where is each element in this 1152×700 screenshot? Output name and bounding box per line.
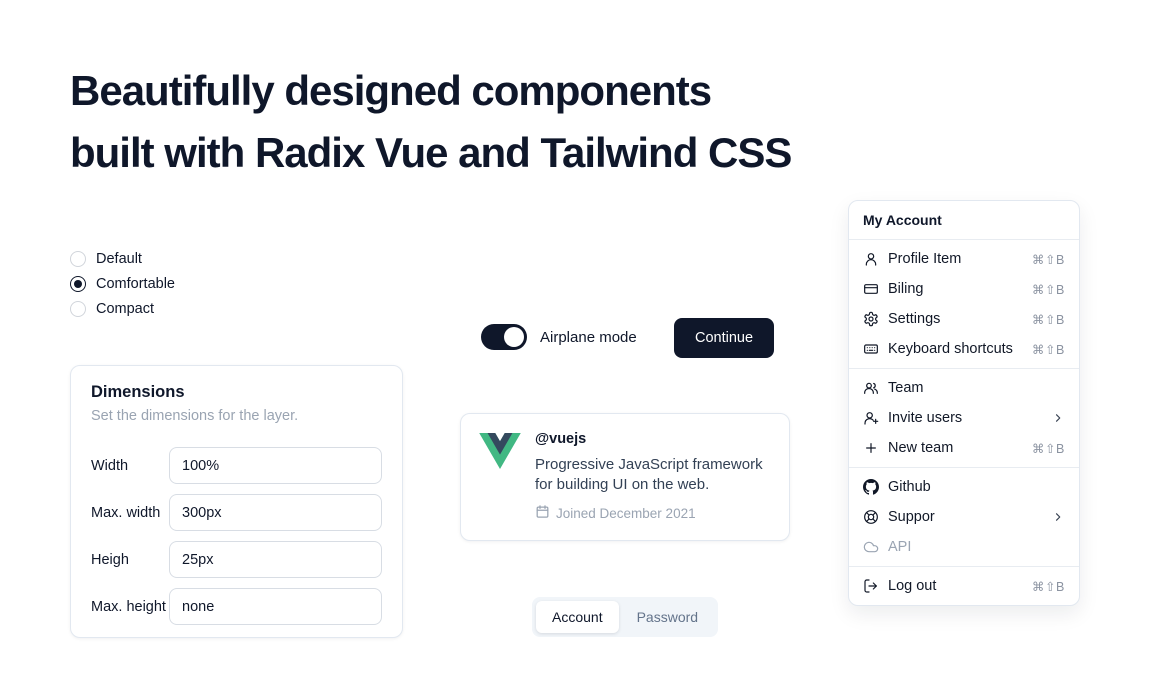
shortcut-hint: ⌘⇧B <box>1031 579 1065 594</box>
log-out-icon <box>863 578 879 594</box>
dimension-row-width: Width <box>91 447 382 484</box>
menu-item-keyboard-shortcuts[interactable]: Keyboard shortcuts ⌘⇧B <box>849 334 1079 364</box>
plus-icon <box>863 440 879 456</box>
user-icon <box>863 251 879 267</box>
airplane-mode-row: Airplane mode <box>481 324 637 350</box>
radio-icon[interactable] <box>70 301 86 317</box>
toggle-knob <box>504 327 524 347</box>
page-title: Beautifully designed components built wi… <box>70 60 792 184</box>
width-label: Width <box>91 457 129 474</box>
keyboard-icon <box>863 341 879 357</box>
gear-icon <box>863 311 879 327</box>
menu-item-team[interactable]: Team <box>849 373 1079 403</box>
dimensions-title: Dimensions <box>91 383 185 401</box>
menu-item-label: API <box>888 539 912 555</box>
max-height-label: Max. height <box>91 598 166 615</box>
menu-item-label: Suppor <box>888 509 935 525</box>
cloud-icon <box>863 539 879 555</box>
menu-group-profile: Profile Item ⌘⇧B Biling ⌘⇧B Settings ⌘⇧B <box>849 240 1079 368</box>
airplane-mode-label: Airplane mode <box>540 328 637 346</box>
shortcut-hint: ⌘⇧B <box>1031 282 1065 297</box>
menu-item-billing[interactable]: Biling ⌘⇧B <box>849 274 1079 304</box>
vue-handle: @vuejs <box>535 431 587 447</box>
github-icon <box>863 479 879 495</box>
tab-account[interactable]: Account <box>536 601 619 633</box>
radio-option-compact[interactable]: Compact <box>70 301 175 317</box>
calendar-icon <box>535 504 550 522</box>
shortcut-hint: ⌘⇧B <box>1031 312 1065 327</box>
menu-item-new-team[interactable]: New team ⌘⇧B <box>849 433 1079 463</box>
joined-date: Joined December 2021 <box>556 505 696 521</box>
life-buoy-icon <box>863 509 879 525</box>
max-width-label: Max. width <box>91 504 161 521</box>
menu-item-label: Profile Item <box>888 251 962 267</box>
menu-item-invite-users[interactable]: Invite users <box>849 403 1079 433</box>
width-input[interactable] <box>169 447 382 484</box>
height-label: Heigh <box>91 551 129 568</box>
continue-button[interactable]: Continue <box>674 318 775 358</box>
radio-icon[interactable] <box>70 251 86 267</box>
menu-item-label: Settings <box>888 311 941 327</box>
page-title-line2: built with Radix Vue and Tailwind CSS <box>70 129 792 176</box>
menu-title: My Account <box>863 212 942 228</box>
menu-separator <box>849 239 1079 240</box>
account-dropdown-menu: My Account Profile Item ⌘⇧B Biling ⌘⇧B <box>848 200 1080 606</box>
shortcut-hint: ⌘⇧B <box>1031 342 1065 357</box>
vue-logo-icon <box>479 433 521 523</box>
tabs-list: Account Password <box>532 597 719 637</box>
users-icon <box>863 380 879 396</box>
menu-separator <box>849 368 1079 369</box>
vue-card-body: @vuejs Progressive JavaScript framework … <box>535 431 771 523</box>
dimensions-card: Dimensions Set the dimensions for the la… <box>70 365 403 638</box>
radio-checked-icon[interactable] <box>70 276 86 292</box>
menu-item-label: Biling <box>888 281 924 297</box>
tab-password[interactable]: Password <box>621 601 714 633</box>
dimension-row-max-height: Max. height <box>91 588 382 625</box>
menu-group-logout: Log out ⌘⇧B <box>849 567 1079 605</box>
vue-profile-card: @vuejs Progressive JavaScript framework … <box>460 413 790 541</box>
airplane-mode-toggle[interactable] <box>481 324 527 350</box>
menu-item-label: New team <box>888 440 954 456</box>
menu-item-support[interactable]: Suppor <box>849 502 1079 532</box>
max-height-input[interactable] <box>169 588 382 625</box>
radio-option-comfortable[interactable]: Comfortable <box>70 276 175 292</box>
menu-separator <box>849 566 1079 567</box>
menu-item-label: Log out <box>888 578 937 594</box>
max-width-input[interactable] <box>169 494 382 531</box>
radio-option-default[interactable]: Default <box>70 251 175 267</box>
menu-group-resources: Github Suppor API <box>849 468 1079 566</box>
chevron-right-icon <box>1051 510 1065 524</box>
radio-label: Comfortable <box>96 276 175 292</box>
menu-item-label: Team <box>888 380 924 396</box>
menu-item-profile[interactable]: Profile Item ⌘⇧B <box>849 244 1079 274</box>
user-plus-icon <box>863 410 879 426</box>
menu-separator <box>849 467 1079 468</box>
page-title-line1: Beautifully designed components <box>70 67 712 114</box>
vue-description: Progressive JavaScript framework for bui… <box>535 456 763 493</box>
menu-item-settings[interactable]: Settings ⌘⇧B <box>849 304 1079 334</box>
credit-card-icon <box>863 281 879 297</box>
menu-item-api: API <box>849 532 1079 562</box>
vue-joined-row: Joined December 2021 <box>535 504 771 522</box>
radio-label: Compact <box>96 301 155 317</box>
menu-item-github[interactable]: Github <box>849 472 1079 502</box>
height-input[interactable] <box>169 541 382 578</box>
radio-label: Default <box>96 251 142 267</box>
shortcut-hint: ⌘⇧B <box>1031 441 1065 456</box>
menu-group-team: Team Invite users New team ⌘⇧B <box>849 369 1079 467</box>
dimension-row-max-width: Max. width <box>91 494 382 531</box>
menu-item-label: Invite users <box>888 410 963 426</box>
chevron-right-icon <box>1051 411 1065 425</box>
menu-item-log-out[interactable]: Log out ⌘⇧B <box>849 571 1079 601</box>
shortcut-hint: ⌘⇧B <box>1031 252 1065 267</box>
radio-group: Default Comfortable Compact <box>70 251 175 317</box>
menu-item-label: Keyboard shortcuts <box>888 341 1013 357</box>
menu-item-label: Github <box>888 479 931 495</box>
dimension-row-height: Heigh <box>91 541 382 578</box>
dimensions-subtitle: Set the dimensions for the layer. <box>91 408 299 424</box>
